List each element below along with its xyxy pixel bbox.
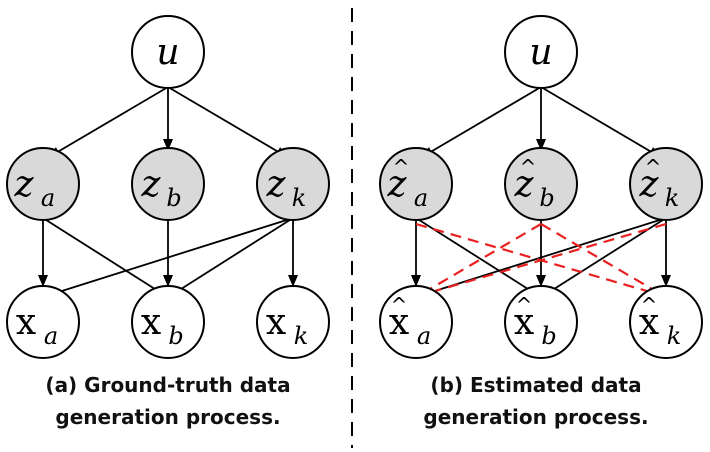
node-x-a-hat-accent: ^ xyxy=(391,293,408,317)
caption-b-line2: generation process. xyxy=(423,405,648,429)
node-z-k-hat-accent: ^ xyxy=(645,155,662,179)
node-x-k-hat-accent: ^ xyxy=(641,293,658,317)
node-z-b-hat-subscript: b xyxy=(539,184,554,212)
node-z-a-label: z xyxy=(14,164,35,205)
node-x-k-hat-subscript: k xyxy=(667,322,682,350)
node-x-a-hat: x ^ a xyxy=(379,285,453,359)
node-x-a-hat-subscript: a xyxy=(417,322,431,350)
node-z-k-label: z xyxy=(266,164,287,205)
edge-zk-xa-hat xyxy=(418,217,667,298)
edge-za-xb xyxy=(42,217,167,297)
node-x-b-hat-accent: ^ xyxy=(516,293,533,317)
node-x-b-hat: x ^ b xyxy=(504,285,578,359)
node-x-a-label: x xyxy=(16,302,36,343)
panel-b: u z ^ a z ^ b z ^ k x ^ a xyxy=(379,15,703,429)
node-x-k-label: x xyxy=(266,302,286,343)
node-z-b-hat: z ^ b xyxy=(504,147,578,221)
node-z-a-hat-subscript: a xyxy=(414,184,428,212)
node-z-k-hat-label: z xyxy=(639,164,660,205)
node-x-k-subscript: k xyxy=(294,322,309,350)
node-z-b-hat-accent: ^ xyxy=(520,155,537,179)
node-x-k: x k xyxy=(256,285,330,359)
node-z-k: z k xyxy=(256,147,330,221)
edge-u-za xyxy=(48,86,169,158)
node-x-b-subscript: b xyxy=(168,322,183,350)
node-x-a: x a xyxy=(6,285,80,359)
panel-a: u z a z b z k x a x b xyxy=(6,15,330,429)
node-x-b-hat-subscript: b xyxy=(541,322,556,350)
node-x-k-hat-label: x xyxy=(639,302,659,343)
caption-b-line1: (b) Estimated data xyxy=(430,373,641,397)
node-z-b-hat-label: z xyxy=(514,164,535,205)
node-x-a-hat-label: x xyxy=(389,302,409,343)
dashed-edge-zb-xk xyxy=(540,223,665,297)
node-x-b: x b xyxy=(131,285,205,359)
node-x-b-label: x xyxy=(141,302,161,343)
node-z-k-hat-subscript: k xyxy=(665,184,680,212)
node-z-a-subscript: a xyxy=(41,184,55,212)
caption-a-line2: generation process. xyxy=(55,405,280,429)
node-x-a-subscript: a xyxy=(44,322,58,350)
dashed-edge-zk-xa xyxy=(417,222,667,298)
node-z-b-label: z xyxy=(141,164,162,205)
node-u-label: u xyxy=(156,32,179,73)
node-u: u xyxy=(131,15,205,89)
node-z-b: z b xyxy=(131,147,205,221)
node-z-a: z a xyxy=(6,147,80,221)
edge-u-zk xyxy=(167,86,288,158)
node-z-a-hat-label: z xyxy=(387,164,408,205)
node-x-b-hat-label: x xyxy=(514,302,534,343)
node-z-b-subscript: b xyxy=(166,184,181,212)
node-z-a-hat-accent: ^ xyxy=(393,155,410,179)
node-z-k-hat: z ^ k xyxy=(629,147,703,221)
edge-zk-xa xyxy=(45,217,294,298)
edge-u-za-hat xyxy=(421,86,542,158)
node-z-k-subscript: k xyxy=(292,184,307,212)
node-u-hat-panel: u xyxy=(504,15,578,89)
node-x-k-hat: x ^ k xyxy=(629,285,703,359)
caption-a-line1: (a) Ground-truth data xyxy=(45,373,290,397)
edge-zk-xb xyxy=(169,217,294,297)
node-u-label-b: u xyxy=(529,32,552,73)
node-z-a-hat: z ^ a xyxy=(379,147,453,221)
edge-u-zk-hat xyxy=(540,86,661,158)
dashed-edge-zb-xa xyxy=(417,223,542,297)
